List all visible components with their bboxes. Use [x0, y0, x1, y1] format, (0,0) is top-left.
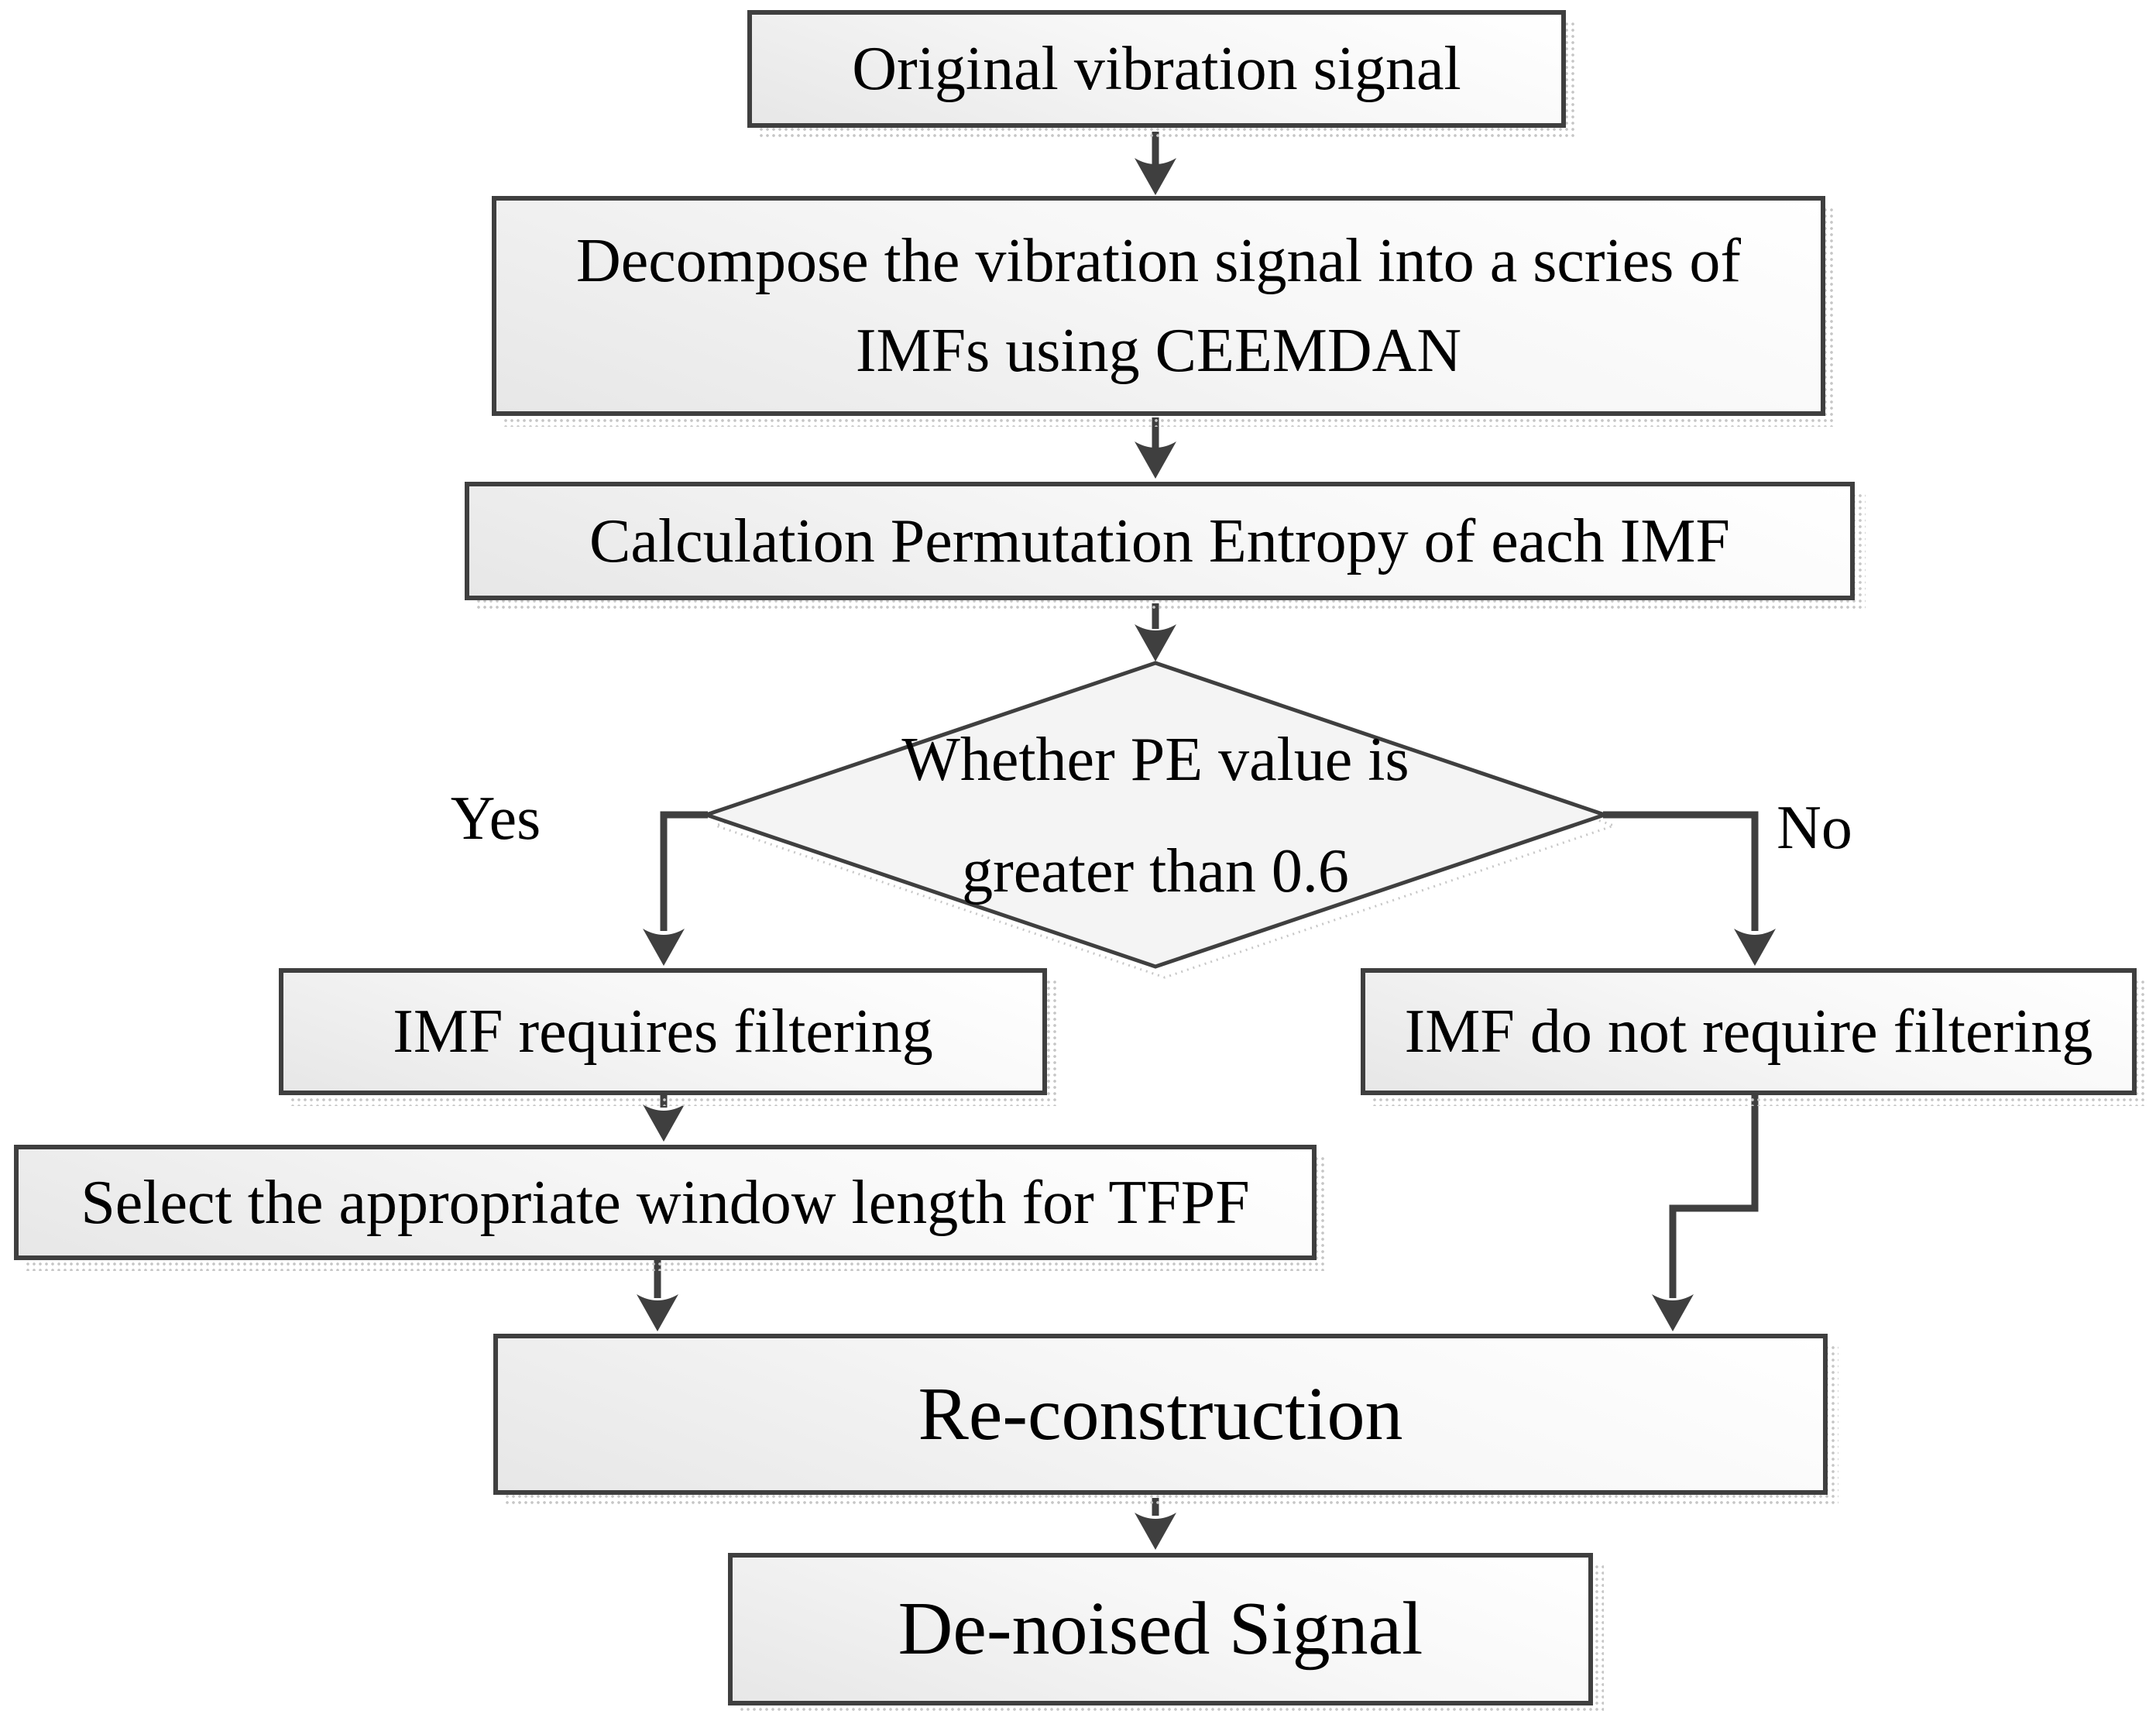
- node-select-window-length: Select the appropriate window length for…: [14, 1145, 1327, 1271]
- node-decompose-ceemdan: Decompose the vibration signal into a sc…: [492, 196, 1836, 427]
- decompose-ceemdan-box: Decompose the vibration signal into a sc…: [492, 196, 1825, 416]
- decompose-line2: IMFs using CEEMDAN: [855, 317, 1462, 385]
- node-denoised-signal: De-noised Signal: [728, 1553, 1604, 1714]
- node-imf-requires-filtering: IMF requires filtering: [279, 968, 1058, 1106]
- arrowhead-select-to-reconstruction: [637, 1294, 678, 1331]
- select-window-length-box: Select the appropriate window length for…: [14, 1145, 1317, 1260]
- edge-imf-no-filter-to-reconstruction: [1669, 1095, 1759, 1298]
- node-original-vibration-signal: Original vibration signal: [747, 10, 1577, 139]
- arrowhead-original-to-decompose: [1135, 158, 1176, 195]
- calc-permutation-entropy-label: Calculation Permutation Entropy of each …: [589, 507, 1730, 575]
- node-imf-no-filtering: IMF do not require filtering: [1361, 968, 2147, 1106]
- edge-decision-to-imf-no-filter: [1603, 811, 1759, 931]
- select-window-length-label: Select the appropriate window length for…: [81, 1168, 1250, 1237]
- arrowhead-calcpe-to-decision: [1135, 624, 1176, 661]
- decision-pe-threshold-text: Whether PE value is greater than 0.6: [846, 682, 1465, 949]
- imf-requires-filtering-label: IMF requires filtering: [393, 998, 933, 1066]
- original-vibration-signal-label: Original vibration signal: [852, 35, 1461, 103]
- decompose-line1: Decompose the vibration signal into a sc…: [575, 227, 1742, 295]
- imf-no-filtering-label: IMF do not require filtering: [1404, 998, 2093, 1066]
- decision-line2: greater than 0.6: [962, 836, 1349, 905]
- arrowhead-reconstruction-to-denoised: [1135, 1513, 1176, 1550]
- imf-requires-filtering-box: IMF requires filtering: [279, 968, 1047, 1095]
- reconstruction-box: Re-construction: [493, 1334, 1828, 1495]
- yes-branch-label: Yes: [450, 785, 541, 853]
- calc-permutation-entropy-box: Calculation Permutation Entropy of each …: [465, 482, 1855, 600]
- denoised-signal-box: De-noised Signal: [728, 1553, 1593, 1705]
- original-vibration-signal-box: Original vibration signal: [747, 10, 1566, 128]
- arrowhead-imf-no-filter-to-reconstruction: [1652, 1294, 1694, 1331]
- decision-line1: Whether PE value is: [901, 725, 1409, 794]
- reconstruction-label: Re-construction: [918, 1372, 1403, 1456]
- edge-decision-to-imf-filter: [660, 811, 708, 931]
- imf-no-filtering-box: IMF do not require filtering: [1361, 968, 2137, 1095]
- no-branch-label: No: [1777, 794, 1852, 862]
- arrowhead-imf-filter-to-select: [643, 1104, 685, 1142]
- arrowhead-decompose-to-calcpe: [1135, 441, 1176, 479]
- node-reconstruction: Re-construction: [493, 1334, 1838, 1506]
- denoised-signal-label: De-noised Signal: [898, 1587, 1423, 1671]
- arrowhead-decision-to-imf-no-filter: [1734, 929, 1776, 966]
- arrowhead-decision-to-imf-filter: [643, 929, 685, 966]
- node-calc-permutation-entropy: Calculation Permutation Entropy of each …: [465, 482, 1866, 611]
